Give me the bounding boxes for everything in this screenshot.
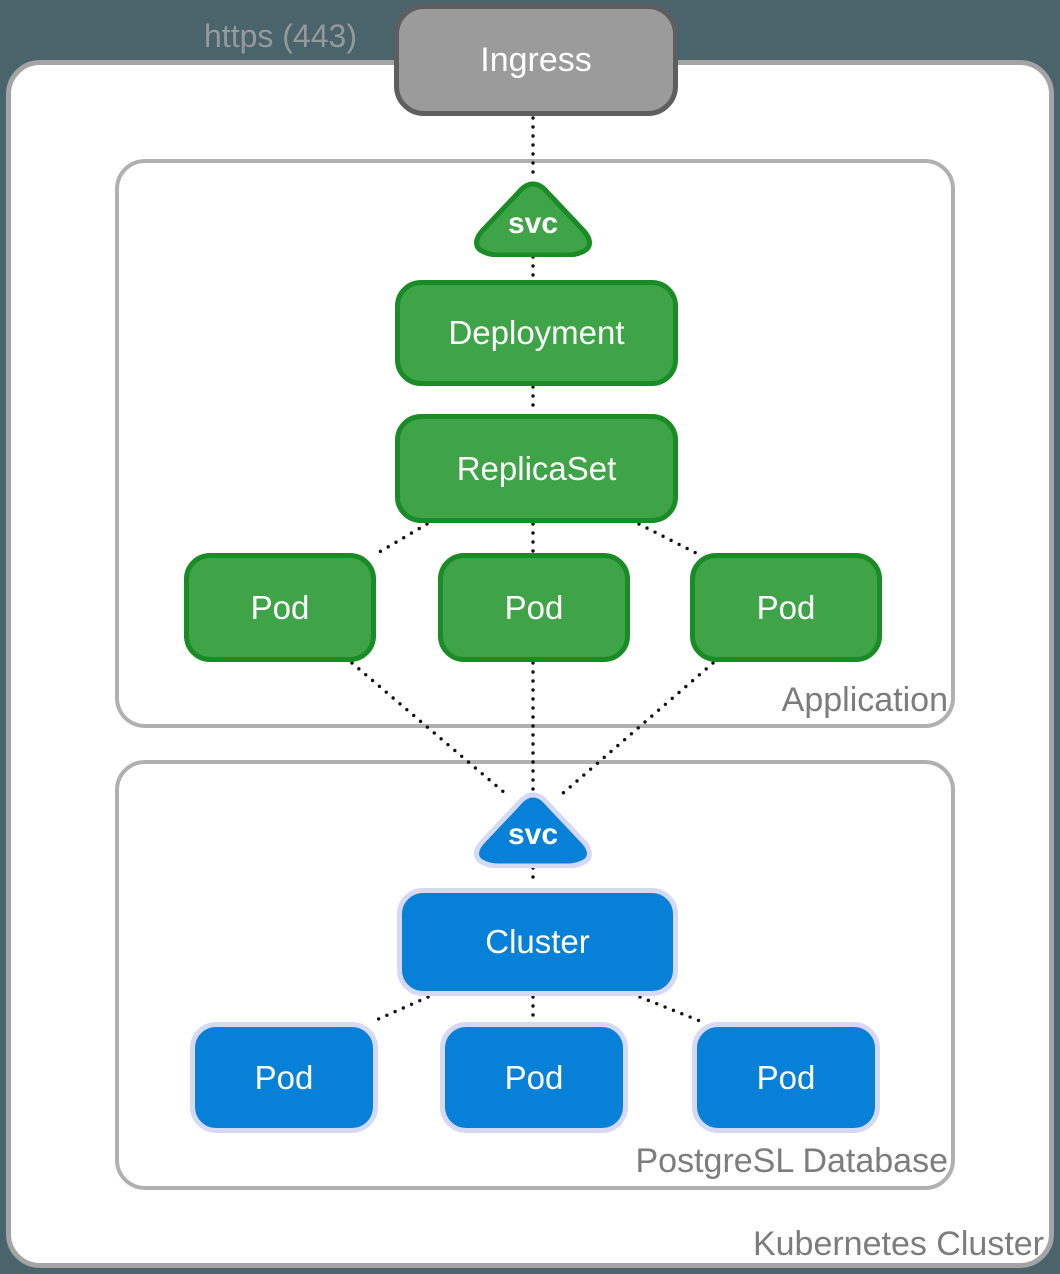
ingress-node: Ingress	[394, 4, 678, 116]
db-pod-label: Pod	[254, 1058, 314, 1096]
db-cluster-node: Cluster	[397, 888, 678, 996]
app-service-label: svc	[507, 207, 559, 240]
kubernetes-cluster-label: Kubernetes Cluster	[752, 1225, 1044, 1263]
app-pod-node: Pod	[438, 553, 630, 662]
app-pod-node: Pod	[690, 553, 882, 662]
db-pod-node: Pod	[440, 1022, 628, 1133]
service-shape-icon	[474, 792, 592, 868]
db-cluster-label: Cluster	[485, 923, 590, 960]
app-pod-label: Pod	[250, 588, 310, 626]
app-pod-node: Pod	[184, 553, 376, 662]
service-shape-icon	[474, 181, 592, 257]
application-label: Application	[781, 681, 948, 719]
db-pod-label: Pod	[504, 1058, 564, 1096]
replicaset-node: ReplicaSet	[395, 414, 678, 523]
deployment-label: Deployment	[448, 314, 625, 351]
db-service-node: svc	[471, 790, 595, 868]
db-pod-node: Pod	[190, 1022, 378, 1133]
deployment-node: Deployment	[395, 280, 678, 386]
db-pod-label: Pod	[756, 1058, 816, 1096]
protocol-label: https (443)	[204, 18, 357, 54]
app-pod-label: Pod	[756, 588, 816, 626]
db-service-label: svc	[507, 818, 559, 851]
replicaset-label: ReplicaSet	[456, 449, 617, 487]
app-service-node: svc	[471, 179, 595, 257]
ingress-label: Ingress	[480, 40, 592, 79]
db-pod-node: Pod	[692, 1022, 880, 1133]
database-label: PostgreSL Database	[635, 1142, 949, 1180]
app-pod-label: Pod	[504, 588, 564, 626]
